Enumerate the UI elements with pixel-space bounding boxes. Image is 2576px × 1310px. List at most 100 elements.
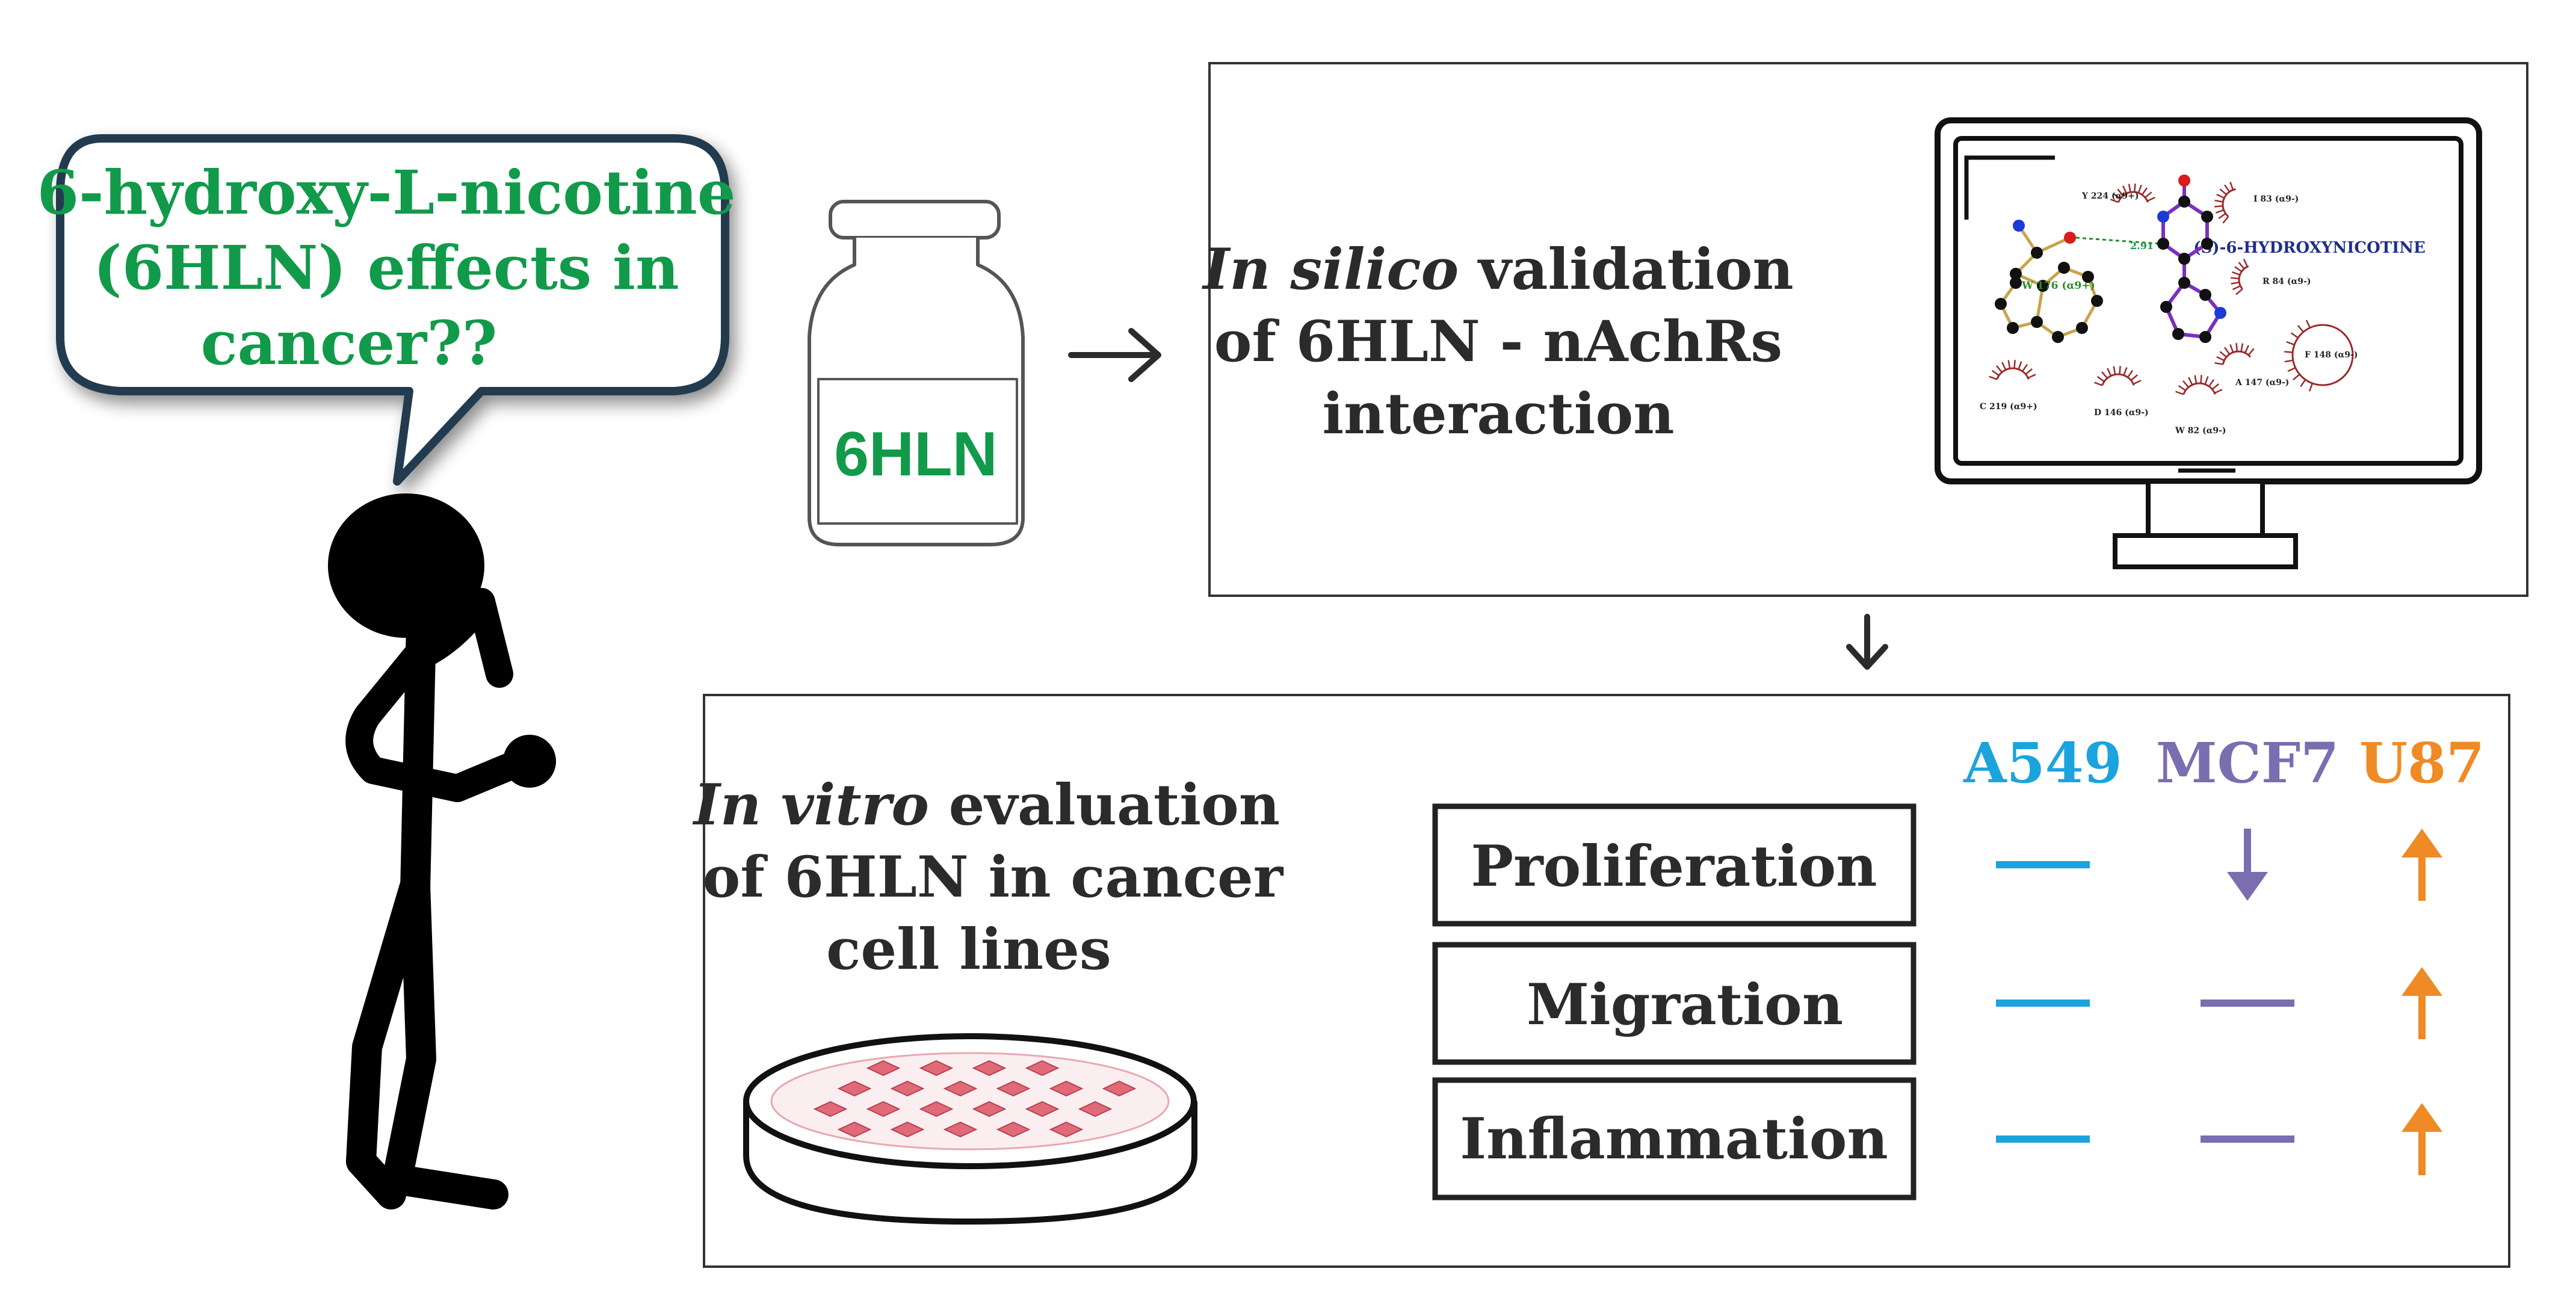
dish-cell (1025, 1060, 1060, 1077)
effect-box-migration (1432, 942, 1917, 1065)
effect-box-proliferation (1432, 803, 1917, 927)
trp-atom (2007, 322, 2019, 334)
trp-atom (2010, 268, 2022, 280)
dish-cell (1049, 1121, 1084, 1138)
monitor-screen-corner (1964, 155, 2055, 220)
up-arrow-inflammation-u87 (2401, 1103, 2442, 1175)
ligand-atom (2178, 175, 2190, 187)
dish-cell (1049, 1080, 1084, 1097)
trp-atom (1995, 298, 2007, 310)
arrow-silico-to-vitro (1846, 614, 1888, 670)
figure-head (328, 493, 484, 638)
dish-cell (1102, 1080, 1137, 1097)
speech-line-1: 6-hydroxy-L-nicotine (37, 157, 735, 228)
dish-cell (919, 1101, 954, 1117)
ligand-atom (2199, 331, 2211, 343)
trp-atom (2013, 220, 2025, 232)
trp-atom (2010, 277, 2022, 289)
speech-line-3: cancer?? (201, 307, 498, 378)
trp-atom (2076, 322, 2088, 334)
ligand-atom (2160, 301, 2172, 313)
ligand-atom (2178, 253, 2190, 265)
speech-bubble (56, 134, 729, 486)
down-arrow-proliferation-mcf7 (2227, 829, 2268, 901)
vial-label-band (817, 378, 1018, 525)
effect-rows: Proliferation Migration Inflammation (1432, 803, 1917, 1200)
molecule-title: (S)-6-HYDROXYNICOTINE (2193, 239, 2426, 257)
trp-atom (2058, 262, 2070, 274)
dish-cell (943, 1080, 978, 1097)
cell-line-a549: A549 (1963, 731, 2122, 796)
residue-label: R 84 (α9-) (2262, 277, 2311, 286)
ligand-atom (2214, 307, 2226, 319)
docking-interaction-diagram: (S)-6-HYDROXYNICOTINE 2.91 W 176 (α9+) Y … (1980, 175, 2426, 436)
monitor-neck (2146, 479, 2265, 538)
ligand-atom (2178, 277, 2190, 289)
hydrophobic-contact: Y 224 (α9+) (2081, 184, 2155, 203)
ligand-atom (2201, 238, 2213, 250)
arrow-vial-to-silico (1068, 328, 1161, 382)
hydrophobic-contact: A 147 (α9-) (2214, 343, 2289, 388)
dish-cell (866, 1101, 901, 1117)
silico-line-2: of 6HLN - nAchRs (1214, 309, 1782, 375)
dish-cell (972, 1101, 1007, 1117)
trp-atom (2037, 280, 2049, 292)
monitor-base (2113, 533, 2298, 569)
vial-cap (829, 200, 1001, 239)
effect-box-inflammation (1432, 1077, 1917, 1200)
vial-illustration (808, 200, 1025, 546)
cell-line-mcf7: MCF7 (2156, 731, 2339, 796)
figure-hand (503, 735, 556, 788)
ligand-atom (2201, 211, 2213, 223)
dish-cell (1078, 1101, 1113, 1117)
thinking-stick-figure (328, 493, 556, 1210)
vial-neck-body (808, 238, 1025, 546)
hydrophobic-contact: D 146 (α9-) (2094, 366, 2149, 418)
hbond-distance: 2.91 (2130, 240, 2154, 252)
silico-rest: validation (1459, 236, 1793, 303)
trp-bond (2036, 236, 2071, 255)
speech-line-2: (6HLN) effects in (93, 232, 679, 303)
trp-atom (2052, 331, 2064, 343)
dish-cell (866, 1060, 901, 1077)
figure-arm-right (407, 588, 513, 688)
figure-foot-right (382, 1164, 508, 1210)
vial-label: 6HLN (834, 419, 998, 489)
ligand-atom (2178, 196, 2190, 208)
hydrophobic-contact: C 219 (α9+) (1980, 360, 2037, 412)
hydrogen-bond (2075, 236, 2161, 245)
cell-line-u87: U87 (2359, 731, 2485, 796)
dish-cell (813, 1101, 848, 1117)
effect-label-inflammation: Inflammation (1460, 1106, 1888, 1172)
figure-leg-right (382, 870, 436, 1194)
dish-cell (972, 1060, 1007, 1077)
residue-label: W 82 (α9-) (2175, 426, 2226, 436)
figure-arm-left (345, 636, 543, 802)
silico-line-1: In silico validation (1201, 236, 1794, 303)
effect-label-proliferation: Proliferation (1471, 833, 1877, 900)
up-arrow-migration-u87 (2401, 967, 2442, 1039)
dish-cell (890, 1121, 925, 1138)
petri-dish (743, 1033, 1197, 1225)
ligand-atom (2172, 328, 2184, 340)
trp-atom (2064, 232, 2076, 244)
trp-atom (2082, 271, 2094, 283)
up-arrow-proliferation-u87 (2401, 829, 2442, 901)
vitro-line-1: In vitro evaluation (692, 772, 1280, 838)
ligand-atom (2157, 238, 2169, 250)
hydrophobic-contact: W 82 (α9-) (2175, 375, 2226, 436)
residue-label: Y 224 (α9+) (2081, 191, 2139, 201)
trp-atom (2031, 247, 2043, 259)
silico-line-3: interaction (1322, 381, 1674, 447)
silico-italic: In silico (1201, 236, 1459, 303)
vitro-line-3: cell lines (826, 916, 1111, 983)
dish-cell (837, 1080, 872, 1097)
residue-label-w176: W 176 (α9+) (2021, 280, 2095, 292)
trp-atom (2031, 316, 2043, 328)
figure-leg-left (346, 870, 430, 1176)
residue-label-f148: F 148 (α9-) (2305, 350, 2358, 360)
dish-cell (919, 1060, 954, 1077)
effect-result-symbols (1996, 829, 2442, 1175)
